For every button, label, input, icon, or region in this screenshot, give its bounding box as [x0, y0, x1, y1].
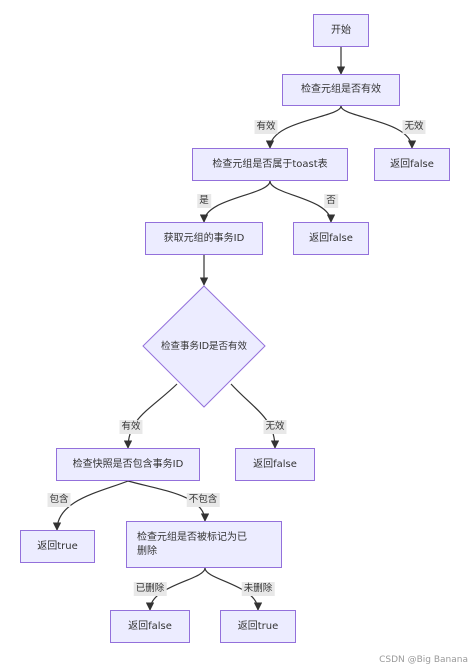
edge-label-no: 否	[324, 194, 338, 208]
check-deleted-text-line1: 检查元组是否被标记为已	[137, 531, 247, 543]
check-toast-table-node: 检查元组是否属于toast表	[192, 148, 348, 181]
edge-label-not-contains: 不包含	[186, 493, 220, 507]
edge-label-contains: 包含	[47, 493, 71, 507]
check-tuple-valid-node: 检查元组是否有效	[282, 74, 400, 106]
return-false-node-1: 返回false	[374, 148, 450, 181]
edge-label-yes: 是	[197, 194, 211, 208]
check-deleted-text-line2: 删除	[137, 545, 157, 557]
edge-invalid-to-false1	[340, 105, 417, 149]
check-snapshot-node: 检查快照是否包含事务ID	[56, 448, 200, 481]
edge-contains-to-true1	[52, 480, 129, 531]
edge-label-invalid-1: 无效	[402, 120, 426, 134]
decision-diamond-check-txid	[142, 285, 266, 408]
edge-valid-to-snapshot	[123, 383, 178, 449]
edge-not-contains-to-deleted	[127, 480, 210, 522]
edge-label-valid-1: 有效	[254, 120, 278, 134]
edge-yes-to-get-txid	[199, 180, 271, 223]
edge-label-valid-2: 有效	[119, 420, 143, 434]
return-true-node-1: 返回true	[20, 530, 95, 563]
edge-not-deleted-to-true2	[204, 567, 263, 611]
return-false-node-2: 返回false	[293, 222, 369, 255]
edge-label-not-deleted: 未删除	[241, 582, 275, 596]
edge-deleted-to-false4	[145, 567, 206, 611]
edge-label-invalid-2: 无效	[263, 420, 287, 434]
return-false-node-4: 返回false	[110, 610, 190, 643]
return-false-node-3: 返回false	[235, 448, 315, 481]
check-deleted-node: 检查元组是否被标记为已 删除	[126, 521, 282, 568]
edge-valid-to-toast	[265, 105, 342, 149]
get-txid-node: 获取元组的事务ID	[145, 222, 263, 255]
edge-no-to-false2	[269, 180, 336, 223]
edge-invalid-to-false3	[230, 383, 280, 449]
return-true-node-2: 返回true	[220, 610, 296, 643]
watermark: CSDN @Big Banana	[379, 655, 468, 665]
start-node: 开始	[313, 14, 369, 47]
check-txid-valid-label: 检查事务ID是否有效	[160, 341, 248, 352]
edge-label-deleted: 已删除	[133, 582, 167, 596]
